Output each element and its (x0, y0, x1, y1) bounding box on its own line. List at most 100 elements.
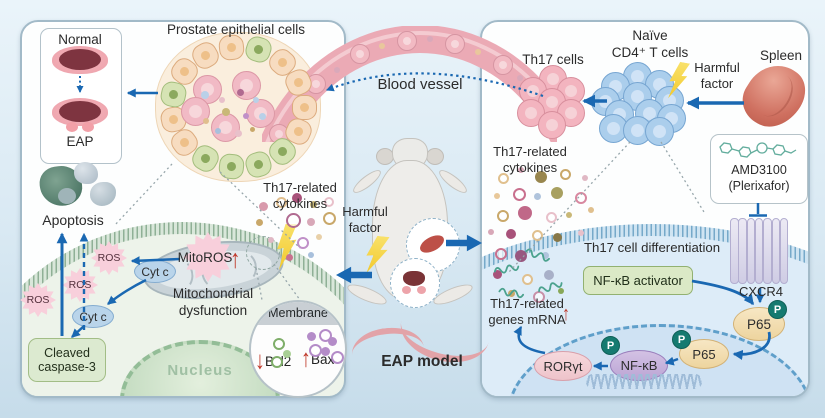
cytokine-dot (203, 118, 209, 124)
vessel-dot (517, 75, 523, 81)
dna-helix-icon (586, 374, 702, 389)
cd4-cell-nucleus (642, 106, 656, 120)
cytokine-dot (492, 269, 502, 279)
naive-cd4-label: Naïve CD4⁺ T cells (611, 28, 689, 60)
phospho-badge: P (672, 330, 691, 349)
normal-prostate-icon (52, 46, 108, 74)
cytokine-dot (308, 252, 314, 258)
epithelial-cell-nucleus (168, 114, 179, 125)
vessel-dot (379, 43, 385, 49)
epithelial-cell-nucleus (178, 65, 191, 79)
cytc-molecule: Cyt c (134, 260, 176, 283)
cytokine-dot (222, 108, 230, 116)
cd4-cell-nucleus (630, 89, 644, 103)
cytokine-dot (494, 193, 500, 199)
cytokine-dot (552, 232, 562, 242)
cytokine-dot (566, 212, 572, 218)
epithelial-cell-nucleus (198, 48, 212, 62)
th17-cell-nucleus (546, 119, 558, 131)
cytokine-dot (497, 210, 509, 222)
cxcr4-receptor-bar (738, 218, 747, 284)
cytokines-label-right: Th17-related cytokines (493, 144, 567, 176)
cytokine-dot (322, 211, 336, 225)
epithelial-cell-nucleus (275, 56, 289, 69)
membrane-zoom-circle (246, 236, 280, 270)
apoptosis-label: Apoptosis (42, 212, 104, 228)
blood-cell-nucleus (451, 40, 459, 48)
cd4-cell-nucleus (662, 93, 676, 107)
th17-cell-nucleus (565, 85, 577, 97)
prostate-zoom-circle (390, 258, 440, 308)
eap-model-label: EAP model (381, 353, 463, 370)
epithelial-cell-nucleus (226, 161, 237, 172)
cytokine-dot (268, 237, 274, 243)
blood-cell-nucleus (403, 37, 411, 45)
cytokine-dot (544, 270, 554, 280)
nucleus-label: Nucleus (167, 362, 233, 379)
cleaved-caspase3-box: Cleaved caspase-3 (28, 338, 106, 382)
apoptotic-body-icon (90, 182, 116, 206)
cytokine-dot (488, 229, 494, 235)
mouse-icon (345, 136, 496, 378)
th17-cell-nucleus (547, 73, 559, 85)
blood-cell (350, 44, 370, 64)
epithelial-cell-nucleus (292, 76, 305, 89)
epithelial-cell-nucleus (275, 145, 289, 158)
epithelial-cell-nucleus (292, 125, 305, 138)
up-arrow-icon: ↑ (301, 345, 311, 373)
mrna-icon (536, 276, 567, 302)
cxcr4-receptor-bar (763, 218, 772, 284)
th17-cell-nucleus (525, 107, 537, 119)
differentiation-label: Th17 cell differentiation (583, 240, 721, 255)
cytokine-dot (236, 88, 244, 96)
cytokine-dot (258, 112, 266, 120)
normal-label: Normal (58, 32, 102, 47)
cytokine-dot (495, 248, 507, 260)
th17-cell (538, 111, 566, 139)
cytokine-dot (285, 253, 293, 261)
epithelial-cell-nucleus (198, 152, 212, 166)
apoptotic-body-icon (58, 188, 76, 204)
cytokine-dot (234, 129, 242, 137)
epithelial-cell (291, 94, 317, 120)
blood-vessel-label: Blood vessel (377, 76, 463, 93)
mitoros-label: MitoROS (177, 250, 233, 265)
up-arrow-icon: ↑ (230, 245, 241, 274)
cd4-cell-nucleus (652, 124, 666, 138)
epithelial-cell-nucleus (178, 135, 191, 149)
cytokine-dot (307, 218, 315, 226)
th17-cells-label: Th17 cells (522, 52, 584, 67)
mrna-icon (497, 284, 525, 305)
vessel-dot (334, 67, 340, 73)
chemical-structure-icon (719, 142, 797, 158)
apoptotic-body-icon (74, 162, 98, 184)
membrane-inset-title: Membrane (251, 302, 345, 325)
cytokine-dot (249, 126, 255, 132)
roryt-molecule: RORγt (534, 351, 592, 381)
cxcr4-receptor-bar (754, 218, 764, 284)
cxcr4-receptor-bar (746, 218, 756, 284)
cytokine-dot (545, 211, 557, 223)
cytokine-dot (512, 187, 526, 201)
blood-cell-nucleus (312, 80, 320, 88)
cd4-cell (644, 116, 674, 146)
cytokine-dot (215, 128, 221, 134)
spleen-small-icon (417, 231, 447, 257)
immune-cell (231, 70, 261, 100)
cytokine-dot (243, 113, 249, 119)
bcl2-dot (273, 338, 285, 350)
p65-molecule: P65 (679, 339, 729, 369)
blood-cell-nucleus (275, 130, 283, 138)
bax-dot (306, 331, 316, 341)
cytokine-dot (255, 218, 263, 226)
bcl2-dot (271, 356, 283, 368)
cytokine-dot (497, 172, 509, 184)
cytokine-dot (309, 200, 317, 208)
cd4-cell-nucleus (630, 123, 644, 137)
cytc-molecule: Cyt c (72, 305, 114, 328)
immune-cell-nucleus (188, 104, 202, 118)
spleen-label: Spleen (759, 48, 803, 63)
left-panel-title: Prostate epithelial cells (166, 22, 306, 37)
epithelial-cell-nucleus (299, 102, 309, 112)
